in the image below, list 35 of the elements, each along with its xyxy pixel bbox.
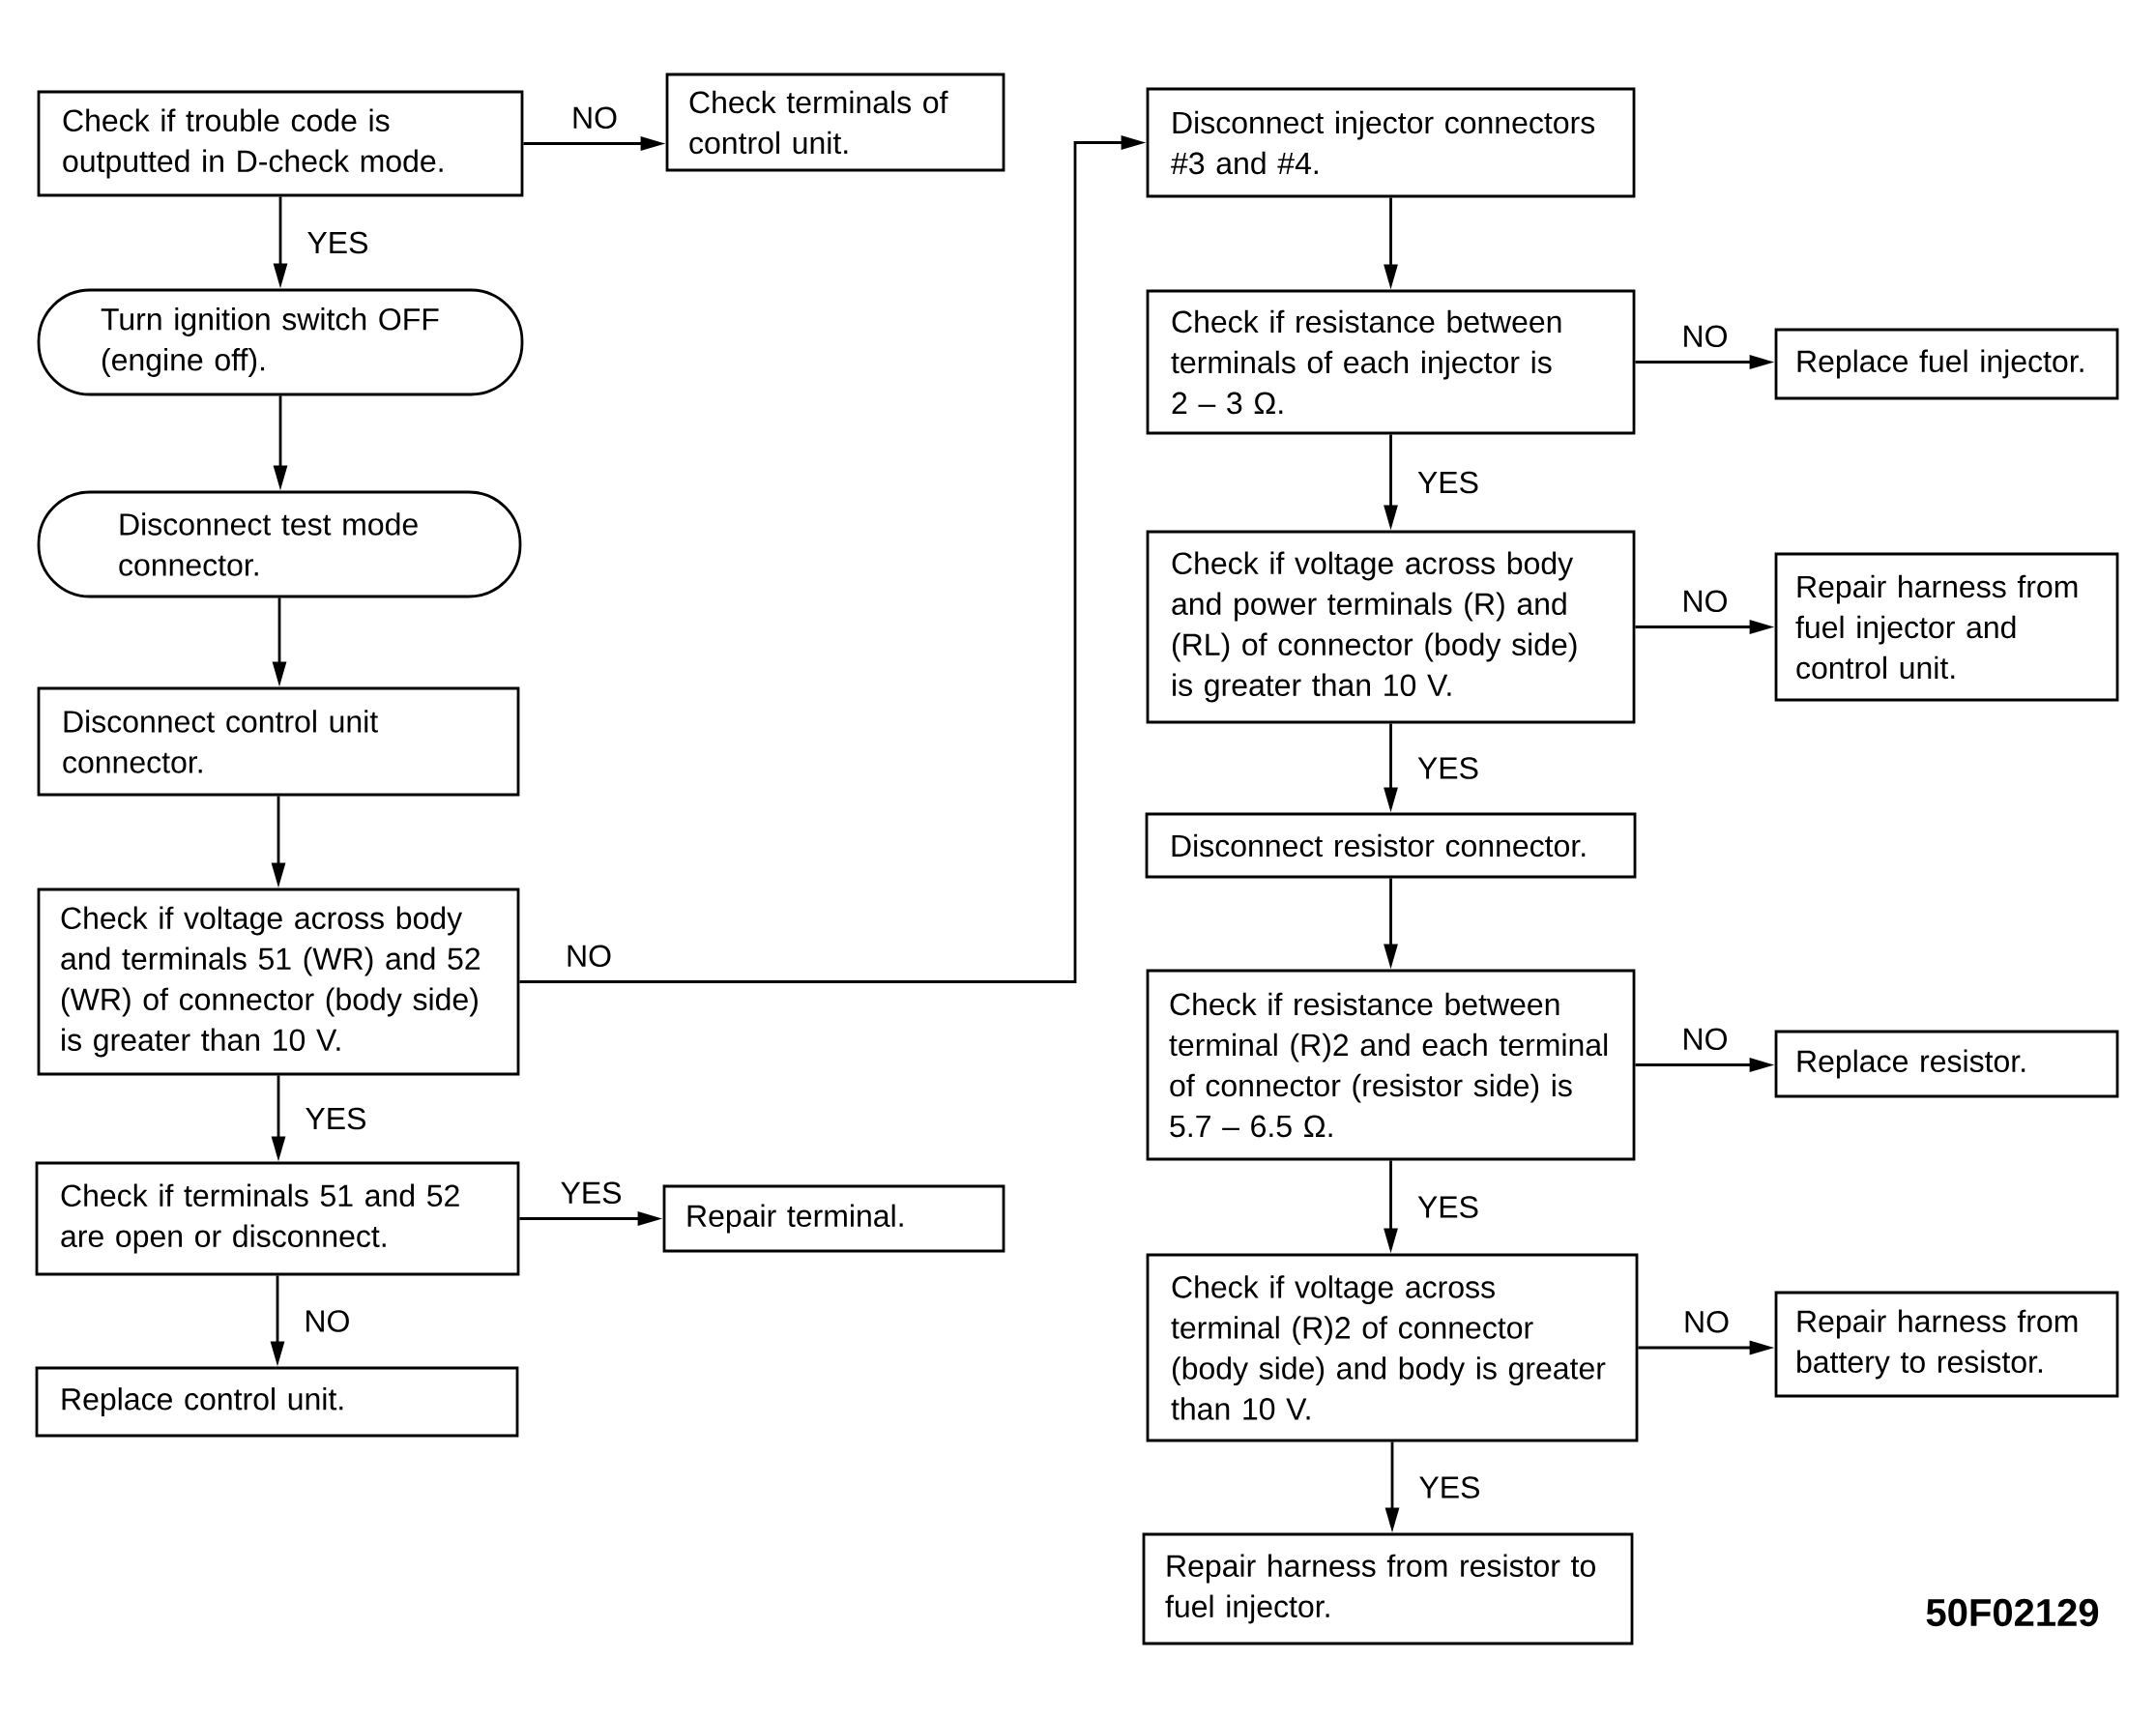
edge-label: NO [1681,1308,1732,1335]
process-box: Check if voltage across body and terminals 51 (WR) and 52 (WR) of connector (body side) is greater than 10 V. [37,888,520,1076]
edge-label: NO [1679,323,1731,350]
edge-label: NO [569,104,620,131]
rounded-box: Disconnect test mode connector. [37,490,522,598]
process-box: Repair harness from resistor to fuel injector. [1142,1532,1634,1645]
edge-label: YES [1414,469,1481,496]
edge-label: YES [1414,755,1481,781]
process-box: Repair harness from fuel injector and control unit. [1774,552,2119,702]
process-box: Check if resistance between terminal (R)2 and each terminal of connector (resistor side) is 5.7 – 6.5 Ω. [1146,969,1636,1161]
edge-label: YES [1414,1194,1481,1220]
process-box: Check if voltage across body and power terminals (R) and (RL) of connector (body side) is greater than 10 V. [1146,530,1636,724]
edge-label: YES [305,229,371,256]
process-box: Disconnect resistor connector. [1145,812,1637,879]
process-box: Repair harness from battery to resistor. [1774,1291,2119,1398]
process-box: Check if trouble code is outputted in D-check mode. [37,90,524,197]
process-box: Replace fuel injector. [1774,328,2119,400]
process-box: Disconnect injector connectors #3 and #4. [1146,87,1636,198]
edge-label: NO [564,943,614,970]
edge-label: YES [1416,1474,1483,1500]
edge-label: NO [1679,1026,1731,1053]
process-box: Check if voltage across terminal (R)2 of connector (body side) and body is greater than 10 V. [1146,1253,1639,1442]
process-box: Replace resistor. [1774,1030,2119,1098]
process-box: Replace control unit. [35,1366,519,1438]
process-box: Repair terminal. [662,1184,1005,1253]
process-box: Check if terminals 51 and 52 are open or disconnect. [35,1161,520,1276]
edge-label: NO [1679,588,1731,615]
process-box: Check if resistance between terminals of each injector is 2 – 3 Ω. [1146,289,1636,435]
edge-label: YES [303,1105,369,1132]
rounded-box: Turn ignition switch OFF (engine off). [37,288,524,396]
process-box: Check terminals of control unit. [665,73,1005,172]
figure-code: 50F02129 [1926,1598,2099,1627]
process-box: Disconnect control unit connector. [37,686,520,797]
edge-label: NO [302,1308,353,1334]
edge-label: YES [558,1179,625,1207]
